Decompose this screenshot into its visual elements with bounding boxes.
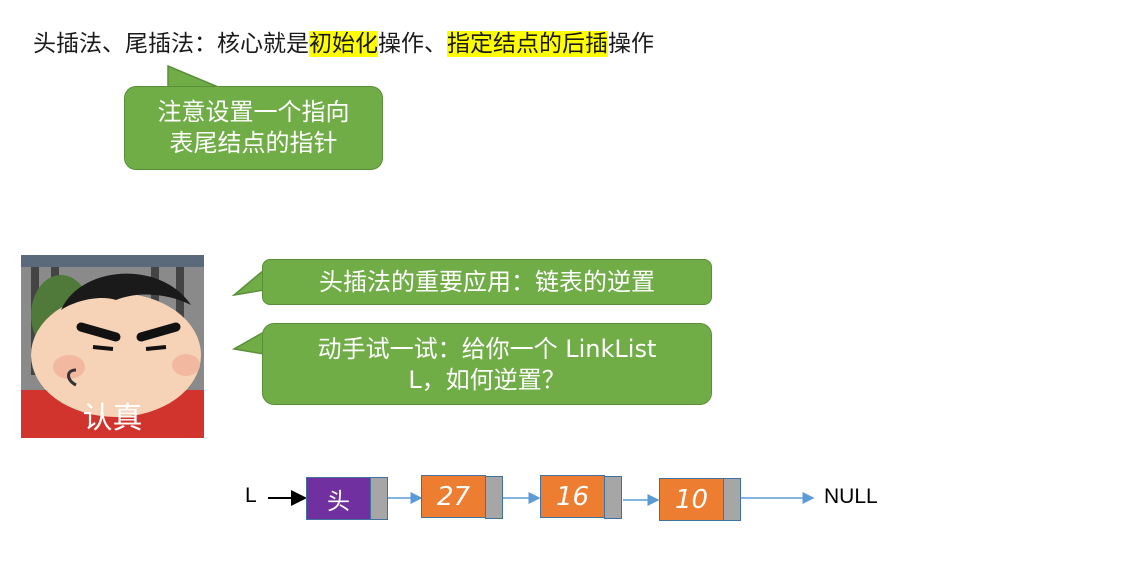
cartoon-face-icon <box>21 255 204 438</box>
list-node-1: 27 <box>421 475 486 518</box>
list-node-3-next-cell <box>723 478 741 521</box>
list-node-3: 10 <box>659 478 724 521</box>
list-node-2: 16 <box>540 475 605 518</box>
callout-tail-pointer: 注意设置一个指向 表尾结点的指针 <box>124 86 383 170</box>
head-node: 头 <box>306 477 371 520</box>
title-highlight-2: 指定结点的后插 <box>447 31 608 57</box>
avatar-caption: 认真 <box>82 401 143 436</box>
list-node-3-value: 10 <box>674 484 709 515</box>
callout-application-text: 头插法的重要应用：链表的逆置 <box>319 268 655 296</box>
callout-try-it-line-2: L，如何逆置？ <box>408 366 566 394</box>
callout-application: 头插法的重要应用：链表的逆置 <box>262 259 712 305</box>
title-part-3: 操作 <box>608 31 654 57</box>
callout-try-it: 动手试一试：给你一个 LinkList L，如何逆置？ <box>262 323 712 405</box>
callout-try-it-line-1: 动手试一试：给你一个 LinkList <box>317 335 657 363</box>
list-node-2-next-cell <box>604 476 622 519</box>
list-node-1-next-cell <box>485 476 503 519</box>
list-node-1-value: 27 <box>436 481 471 512</box>
page-title: 头插法、尾插法：核心就是初始化操作、指定结点的后插操作 <box>33 26 654 62</box>
list-node-2-value: 16 <box>555 481 590 512</box>
head-node-label: 头 <box>327 488 350 515</box>
title-part-1: 头插法、尾插法：核心就是 <box>33 31 309 57</box>
null-label: NULL <box>824 485 878 508</box>
callout-tail-pointer-line-2: 表尾结点的指针 <box>169 129 338 157</box>
callout-tail-pointer-line-1: 注意设置一个指向 <box>157 98 350 126</box>
head-node-next-cell <box>370 477 388 520</box>
title-part-2: 操作、 <box>378 31 447 57</box>
list-pointer-label: L <box>245 484 257 507</box>
avatar-image: 认真 <box>21 255 204 438</box>
title-highlight-1: 初始化 <box>309 31 378 57</box>
